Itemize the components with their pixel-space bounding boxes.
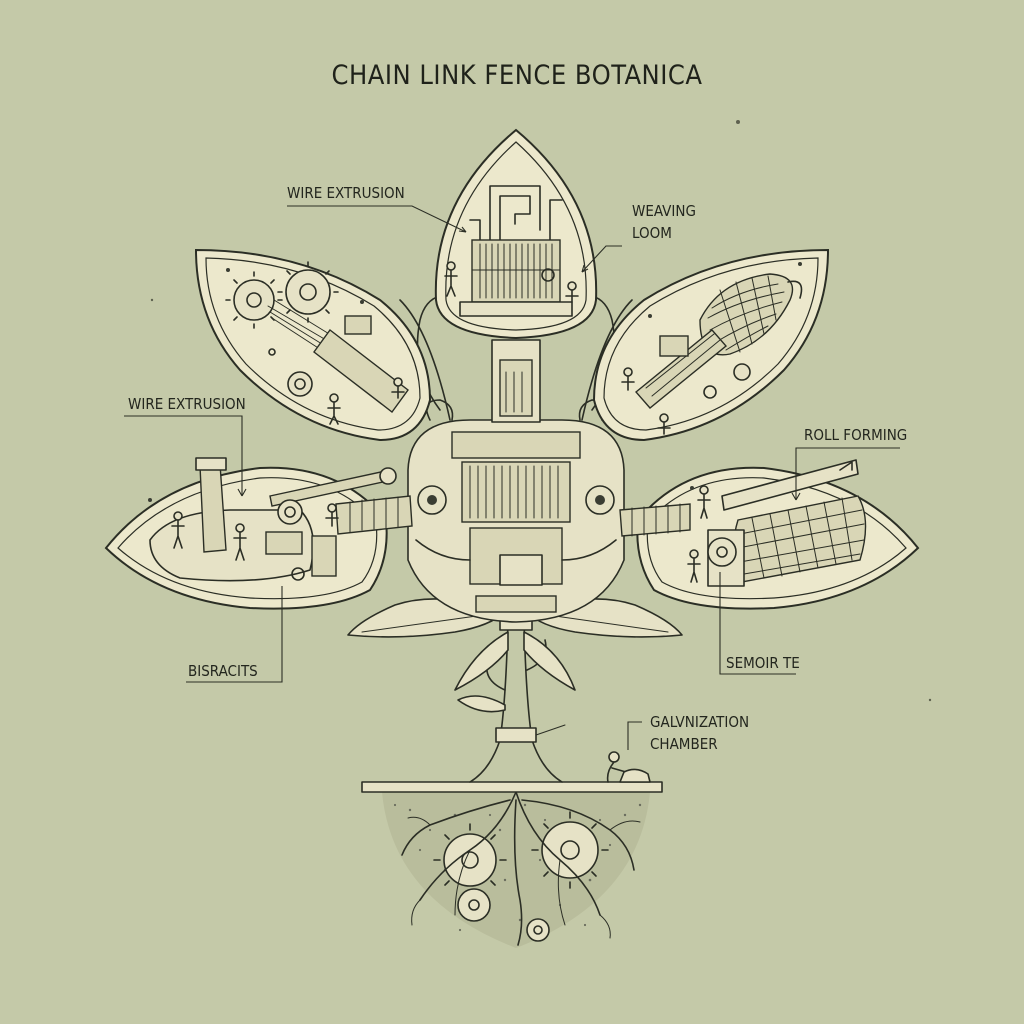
worker-figure xyxy=(171,511,185,549)
worker-figure xyxy=(621,367,635,391)
svg-text:BISRACITS: BISRACITS xyxy=(188,662,258,680)
worker-figure xyxy=(697,485,711,519)
central-hub xyxy=(407,399,625,623)
worker-figure xyxy=(233,523,247,561)
label-galvanization-chamber: GALVNIZATION CHAMBER xyxy=(627,713,749,753)
pod-right-lower-roll-forming xyxy=(619,459,920,610)
svg-text:LOOM: LOOM xyxy=(632,224,672,242)
worker-figure xyxy=(687,549,701,583)
pod-left-upper-wire-extrusion xyxy=(194,248,432,442)
worker-figure xyxy=(444,261,458,297)
label-wire-extrusion-top: WIRE EXTRUSION xyxy=(287,184,467,233)
pod-top-weaving-loom xyxy=(434,128,598,340)
svg-text:GALVNIZATION: GALVNIZATION xyxy=(650,713,749,731)
svg-text:CHAMBER: CHAMBER xyxy=(650,735,718,753)
root-gear-small xyxy=(457,888,550,942)
worker-figure xyxy=(565,281,579,303)
paper-specks xyxy=(150,120,932,702)
label-roll-forming: ROLL FORMING xyxy=(791,426,907,501)
gear-icon xyxy=(225,271,283,329)
svg-text:SEMOIR TE: SEMOIR TE xyxy=(726,654,800,672)
svg-text:WIRE EXTRUSION: WIRE EXTRUSION xyxy=(287,184,405,202)
worker-figure xyxy=(391,377,405,399)
worker-figure xyxy=(325,503,339,527)
svg-text:ROLL FORMING: ROLL FORMING xyxy=(804,426,907,444)
label-semoirte: SEMOIR TE xyxy=(719,572,800,675)
svg-text:WEAVING: WEAVING xyxy=(632,202,696,220)
plant-stem xyxy=(457,617,566,783)
diagram-title: CHAIN LINK FENCE BOTANICA xyxy=(332,60,703,91)
ground-slab xyxy=(361,781,663,793)
label-weaving-loom: WEAVING LOOM xyxy=(581,202,696,273)
pod-left-lower-extrusion-station xyxy=(104,457,413,610)
svg-text:WIRE EXTRUSION: WIRE EXTRUSION xyxy=(128,395,246,413)
gear-icon xyxy=(277,261,339,323)
label-bisracits: BISRACITS xyxy=(186,586,283,683)
root-gear-right xyxy=(531,811,609,889)
worker-figure xyxy=(327,393,341,425)
worker-figure xyxy=(657,413,671,435)
pod-right-upper-coil xyxy=(592,248,830,442)
soil-root-system xyxy=(382,791,650,948)
worker-figure-galvanization xyxy=(606,751,651,783)
central-column xyxy=(491,339,541,423)
label-wire-extrusion-left: WIRE EXTRUSION xyxy=(124,395,247,497)
root-gear-left xyxy=(433,823,507,897)
